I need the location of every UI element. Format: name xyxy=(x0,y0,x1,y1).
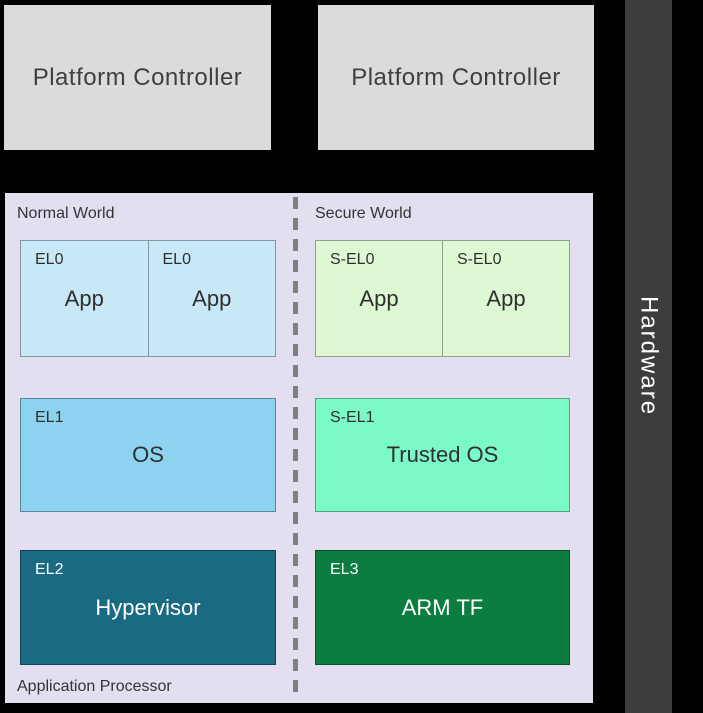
exception-level-label: EL0 xyxy=(35,251,64,268)
platform-controller-label: Platform Controller xyxy=(351,63,561,91)
component-name: ARM TF xyxy=(401,594,484,620)
secure-world-label: Secure World xyxy=(315,205,412,222)
normal-world-app-row: EL0 App EL0 App xyxy=(20,240,276,357)
platform-controller-box-left: Platform Controller xyxy=(4,5,271,150)
component-name: App xyxy=(359,285,399,311)
component-name: Trusted OS xyxy=(386,442,499,467)
s-el1-trusted-os-box: S-EL1 Trusted OS xyxy=(315,398,570,512)
exception-level-label: S-EL1 xyxy=(330,409,375,426)
application-processor-panel: Normal World Secure World EL0 App EL0 Ap… xyxy=(5,193,593,703)
platform-controller-box-right: Platform Controller xyxy=(318,5,594,150)
el3-arm-tf-box: EL3 ARM TF xyxy=(315,550,570,665)
el0-app-box: EL0 App xyxy=(20,240,149,357)
component-name: App xyxy=(486,285,526,311)
hardware-bar: Hardware xyxy=(625,0,672,713)
exception-level-label: EL3 xyxy=(330,561,359,578)
exception-level-label: S-EL0 xyxy=(330,251,375,268)
component-name: Hypervisor xyxy=(95,594,201,620)
secure-world-app-row: S-EL0 App S-EL0 App xyxy=(315,240,570,357)
component-name: App xyxy=(64,285,104,311)
component-name: OS xyxy=(132,442,164,467)
exception-level-label: EL1 xyxy=(35,409,64,426)
platform-controller-label: Platform Controller xyxy=(32,63,243,91)
normal-world-label: Normal World xyxy=(17,205,115,222)
exception-level-label: EL2 xyxy=(35,561,64,578)
component-name: App xyxy=(192,285,232,311)
el1-os-box: EL1 OS xyxy=(20,398,276,512)
el0-app-box: EL0 App xyxy=(147,240,276,357)
exception-level-label: EL0 xyxy=(162,251,191,268)
hardware-label: Hardware xyxy=(635,296,663,417)
application-processor-label: Application Processor xyxy=(17,678,172,695)
world-divider-dashed-line xyxy=(293,197,298,699)
s-el0-app-box: S-EL0 App xyxy=(315,240,443,357)
el2-hypervisor-box: EL2 Hypervisor xyxy=(20,550,276,665)
s-el0-app-box: S-EL0 App xyxy=(442,240,570,357)
exception-level-label: S-EL0 xyxy=(457,251,502,268)
